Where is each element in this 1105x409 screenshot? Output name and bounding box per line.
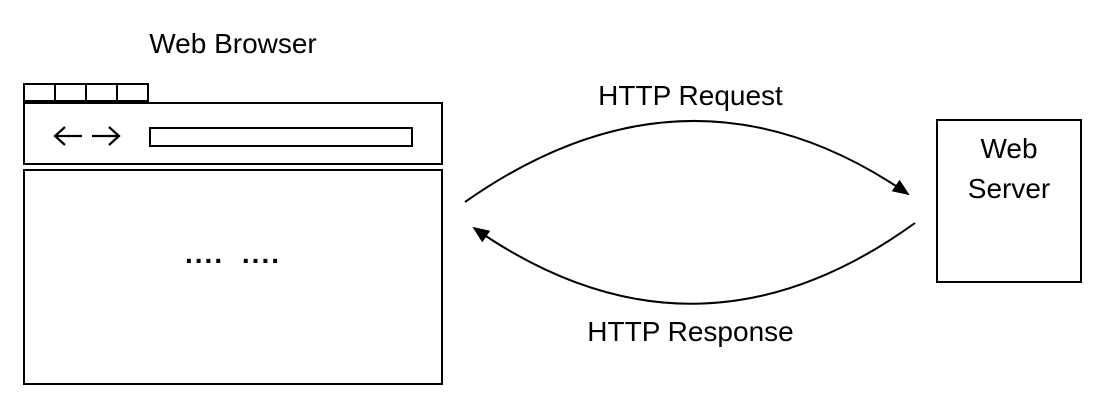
browser-tab[interactable] [116, 83, 149, 102]
http-request-arrow [464, 119, 910, 203]
back-arrow-icon[interactable] [53, 126, 82, 146]
browser-title: Web Browser [149, 28, 317, 59]
address-bar-input[interactable] [149, 127, 413, 147]
http-response-arrow [472, 222, 916, 305]
http-request-label: HTTP Request [598, 80, 783, 111]
http-response-label: HTTP Response [587, 316, 794, 347]
browser-tab[interactable] [23, 83, 56, 102]
nav-arrows [53, 126, 121, 146]
web-server-label: Web Server [967, 133, 1051, 204]
browser-content-area [23, 169, 443, 385]
browser-tabs [23, 83, 149, 102]
browser-content-placeholder: .... .... [184, 238, 281, 269]
forward-arrow-icon[interactable] [92, 126, 121, 146]
browser-tab[interactable] [54, 83, 87, 102]
web-server-box: Web Server [936, 119, 1082, 283]
browser-tab[interactable] [85, 83, 118, 102]
